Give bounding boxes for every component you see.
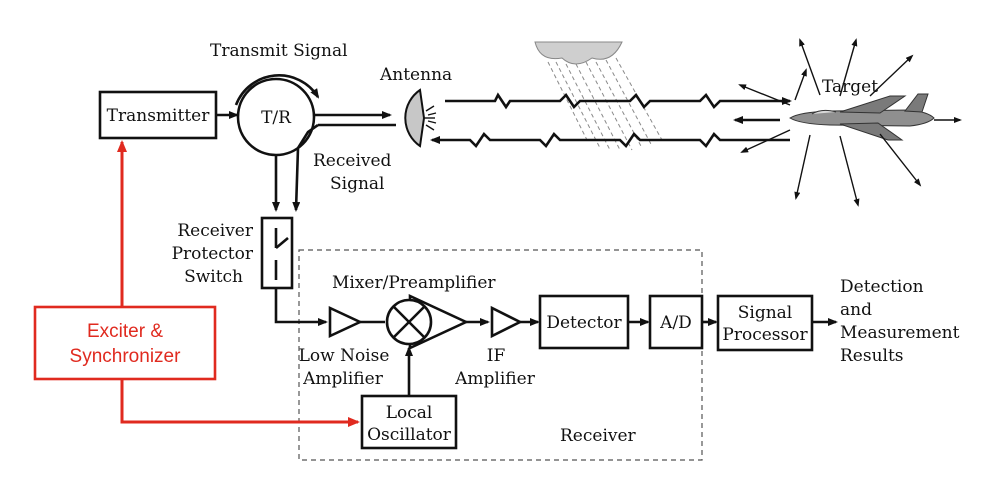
target-label: Target [822,77,878,97]
svg-text:Oscillator: Oscillator [367,425,452,445]
transmitter-block: Transmitter [98,90,218,140]
antenna-label: Antenna [379,65,452,85]
svg-text:Exciter &: Exciter & [87,321,163,342]
svg-text:Switch: Switch [184,267,243,287]
transmitted-wave [445,92,792,110]
received-signal-label: Received Signal [313,151,392,194]
svg-text:Received: Received [313,151,392,171]
rain [547,57,663,151]
svg-text:Processor: Processor [722,325,808,345]
svg-text:and: and [840,300,872,320]
svg-text:Signal: Signal [330,174,385,194]
low-noise-amplifier [328,305,364,339]
receiver-protector-switch [260,216,294,290]
if-amplifier-label: IF Amplifier [454,346,536,389]
transmitter-label: Transmitter [107,106,211,126]
received-signal-path [292,123,319,212]
reflected-wave [430,131,790,149]
ad-label: A/D [659,313,692,333]
detector-label: Detector [546,313,622,333]
svg-text:Local: Local [386,403,433,423]
svg-text:Synchronizer: Synchronizer [70,346,182,367]
svg-text:Results: Results [840,346,904,366]
antenna-dish [404,88,437,148]
svg-text:Measurement: Measurement [840,323,960,343]
transmit-signal-label: Transmit Signal [210,41,348,61]
tr-switch: T/R [234,74,320,157]
cloud [534,41,623,65]
lna-label: Low Noise Amplifier [299,346,390,389]
svg-text:Protector: Protector [172,244,254,264]
signal-processor-block: Signal Processor [716,294,814,352]
local-oscillator-block: Local Oscillator [360,394,458,450]
protector-to-lna-line [274,288,328,326]
if-amplifier [490,305,523,339]
svg-text:IF: IF [487,346,506,366]
ad-converter-block: A/D [648,294,704,350]
svg-text:Signal: Signal [738,303,793,323]
transmit-rotation-arrow [234,74,320,106]
exciter-synchronizer-block: Exciter & Synchronizer [33,305,217,381]
target-aircraft [789,93,935,141]
receiver-boundary [298,249,703,461]
mixer-label: Mixer/Preamplifier [332,273,496,293]
svg-text:Amplifier: Amplifier [302,369,384,389]
svg-text:Receiver: Receiver [177,221,254,241]
exciter-to-oscillator-line [120,379,360,427]
scatter-arrows [738,38,962,207]
tr-label: T/R [261,108,292,128]
detector-block: Detector [538,294,630,350]
results-label: Detection and Measurement Results [840,277,960,366]
mixer-preamplifier [385,293,470,351]
svg-text:Detection: Detection [840,277,924,297]
receiver-label: Receiver [560,426,637,446]
svg-text:Amplifier: Amplifier [454,369,536,389]
svg-text:Low Noise: Low Noise [299,346,390,366]
receiver-protector-label: Receiver Protector Switch [172,221,254,287]
